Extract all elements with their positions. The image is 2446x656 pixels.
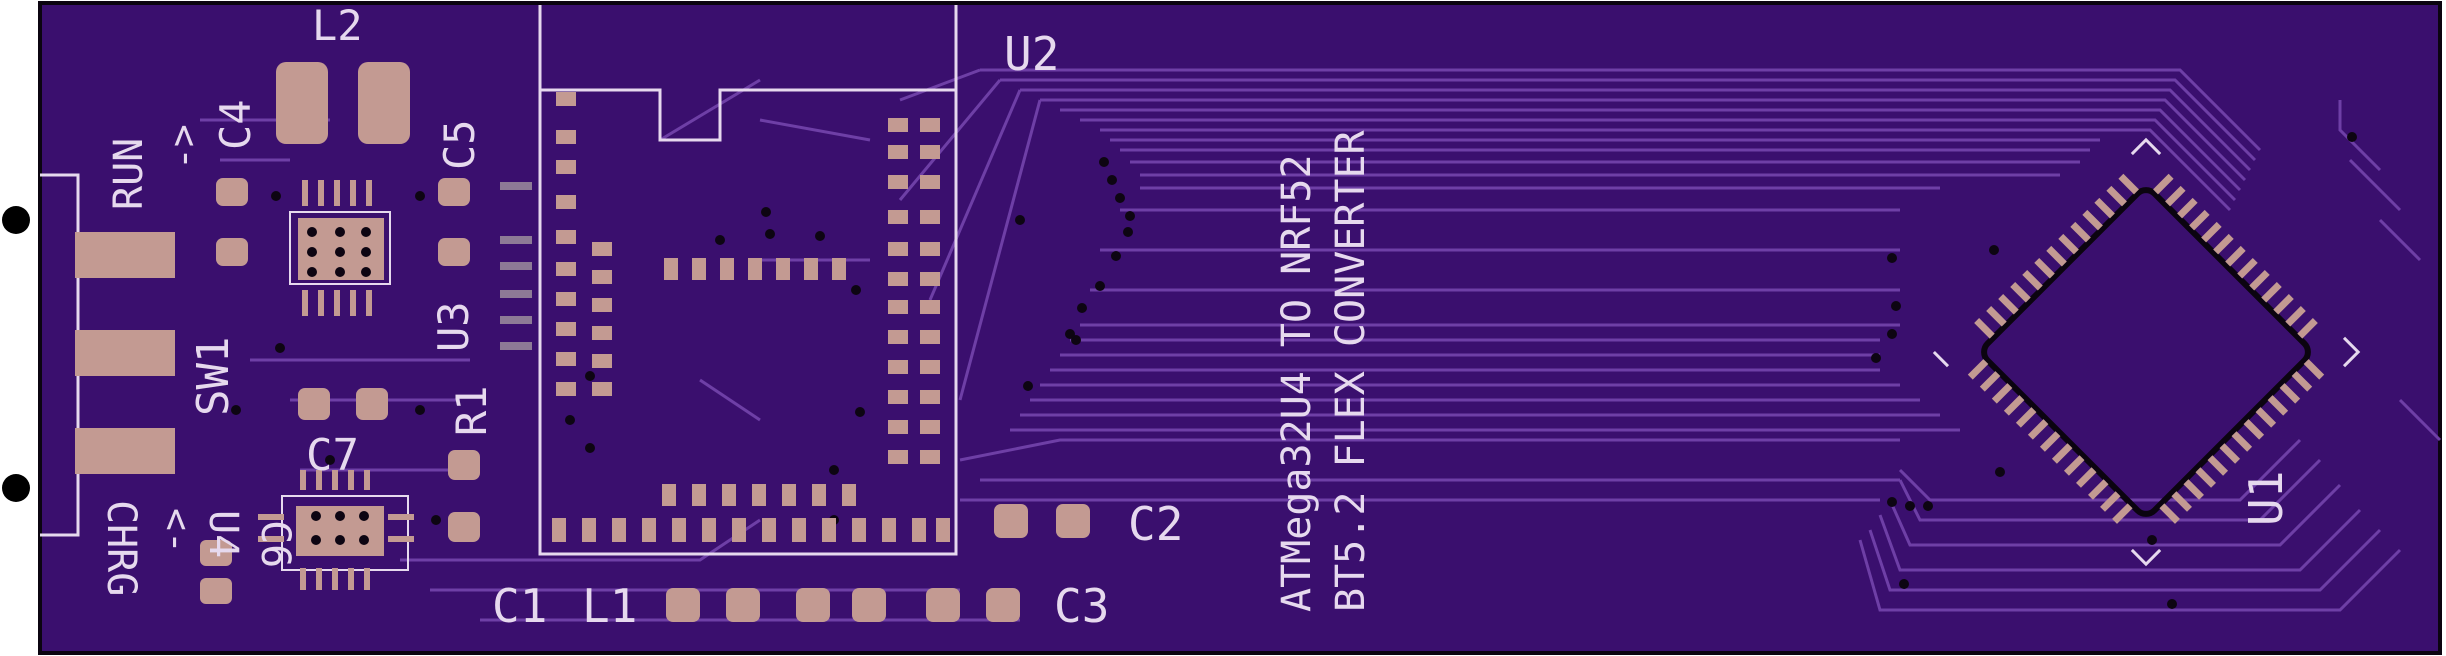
headline-line-1: ATMega32U4 TO NRF52 xyxy=(1274,154,1320,612)
passive-pads xyxy=(200,178,1090,622)
label-arrow-chrg: <- xyxy=(155,508,199,554)
flex-connector-contacts xyxy=(500,182,532,350)
label-c6: C6 xyxy=(252,520,298,568)
mounting-hole-bottom xyxy=(2,474,30,502)
label-u4: U4 xyxy=(200,510,246,558)
label-l1: L1 xyxy=(582,579,637,633)
label-run: RUN xyxy=(106,138,152,210)
label-c7: C7 xyxy=(306,430,359,481)
label-u2: U2 xyxy=(1004,27,1059,81)
u2-module xyxy=(538,5,958,556)
label-sw1: SW1 xyxy=(188,337,239,416)
u4-chip xyxy=(258,470,414,590)
label-arrow-run: -> xyxy=(161,124,205,170)
label-c5: C5 xyxy=(435,119,484,170)
trace-group xyxy=(200,68,2442,622)
via-group xyxy=(231,115,2357,609)
mounting-hole-top xyxy=(2,206,30,234)
u3-chip xyxy=(289,180,391,316)
label-c3: C3 xyxy=(1054,579,1109,633)
label-chrg: CHRG xyxy=(98,500,144,596)
label-u1: U1 xyxy=(2239,471,2293,526)
label-l2: L2 xyxy=(312,1,363,50)
u1-chip xyxy=(1932,137,2361,567)
label-r1: R1 xyxy=(447,385,496,436)
label-c1: C1 xyxy=(492,579,547,633)
label-u3: U3 xyxy=(429,301,478,352)
silkscreen-labels: L2 U2 C2 C3 C1 L1 C7 U1 C4 -> C5 RUN SW1… xyxy=(98,1,2293,633)
label-c2: C2 xyxy=(1128,497,1183,551)
sw1-switch xyxy=(40,173,175,537)
l2-inductor xyxy=(276,62,410,144)
headline-line-2: BT5.2 FLEX CONVERTER xyxy=(1328,129,1374,612)
label-c4: C4 xyxy=(211,99,260,150)
